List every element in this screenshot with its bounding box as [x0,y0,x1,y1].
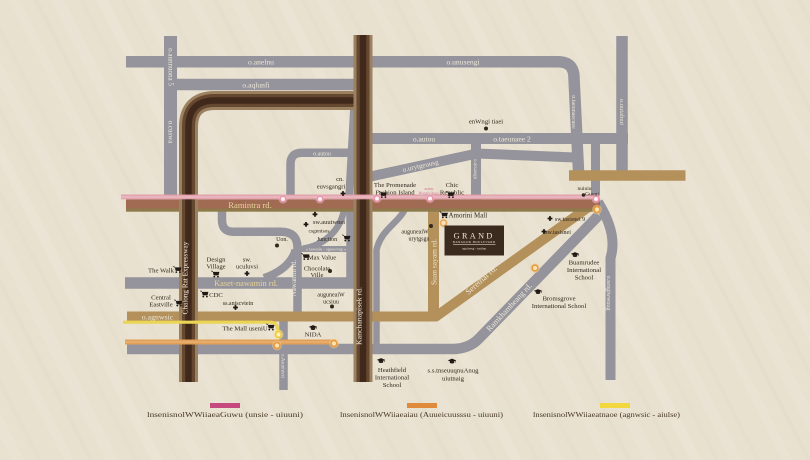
svg-text:cn.: cn. [336,176,344,183]
svg-text:s.s.tnseuuqnuAnug: s.s.tnseuuqnuAnug [428,368,480,375]
svg-text:Kaset-nawamin rd.: Kaset-nawamin rd. [214,279,278,288]
svg-text:NIDA: NIDA [305,332,322,339]
svg-text:nuiuiu: nuiuiu [577,186,591,192]
svg-text:International: International [375,375,409,382]
svg-text:o.anelnu: o.anelnu [248,57,274,66]
svg-text:School: School [383,382,402,389]
svg-text:auguneaiW: auguneaiW [401,230,429,236]
svg-text:Fashion Island: Fashion Island [375,190,415,197]
svg-text:Max Value: Max Value [308,255,336,262]
svg-text:Chic: Chic [446,182,459,189]
svg-text:o.sengiwwuug: o.sengiwwuug [605,276,611,311]
svg-text:Junction: Junction [317,237,337,243]
svg-text:lnsenisnolWWiiaeatnaoe (agnwsi: lnsenisnolWWiiaeatnaoe (agnwsic - aiulse… [533,411,681,419]
svg-text:enWngi tiaei: enWngi tiaei [469,119,503,126]
svg-text:International: International [567,267,601,274]
svg-text:Amorini Mall: Amorini Mall [449,212,488,220]
svg-text:o.taeunaecaee: o.taeunaecaee [570,95,576,129]
svg-text:Chocolate: Chocolate [304,266,330,273]
svg-text:Suan sayam rd.: Suan sayam rd. [430,239,439,285]
svg-text:sw.tasisnei: sw.tasisnei [545,230,571,236]
svg-text:Ville: Ville [311,272,324,279]
svg-text:o.acuaegu: o.acuaegu [472,159,477,180]
svg-text:Guuui: Guuui [585,191,599,197]
svg-text:lnsenisnolWWiiaeaiau (Auueicuu: lnsenisnolWWiiaeaiau (Auueicuusssu - uiu… [340,411,504,419]
svg-text:Design: Design [207,257,227,264]
svg-text:uculuvsi: uculuvsi [236,264,258,271]
svg-text:Village: Village [206,264,225,271]
svg-text:csgenisos: csgenisos [308,229,329,235]
svg-text:International School: International School [532,303,587,310]
svg-text:Kanchanapisek rd.: Kanchanapisek rd. [355,287,364,345]
svg-text:o.cuswa: o.cuswa [167,121,175,145]
svg-text:The Mall useniU: The Mall useniU [222,326,267,333]
svg-text:urytgsgu: urytgsgu [409,237,430,243]
svg-text:BANGKOK BOULEVARD: BANGKOK BOULEVARD [453,240,496,244]
svg-text:o.agnwsic: o.agnwsic [142,313,174,322]
svg-text:uiutnaig: uiutnaig [442,376,465,383]
svg-text:lnsenisnolWWiiaeaGuwu (unsie -: lnsenisnolWWiiaeaGuwu (unsie - uiuuni) [147,411,304,419]
svg-text:« tasuniu - sgueuvsg »: « tasuniu - sgueuvsg » [306,247,346,252]
svg-text:Nawamin rd.: Nawamin rd. [290,259,298,296]
svg-text:o.uuialnui: o.uuialnui [618,99,625,125]
svg-text:auguneaiW: auguneaiW [317,293,345,299]
svg-text:sw.auutwnei: sw.auutwnei [313,219,345,226]
svg-text:Chalong Rat Expressway: Chalong Rat Expressway [182,241,190,314]
svg-text:o.aqlunfi: o.aqlunfi [242,80,269,89]
svg-text:The Promenade: The Promenade [374,182,416,189]
svg-text:Bromsgrove: Bromsgrove [542,296,575,303]
svg-text:o.Asuniuvsi: o.Asuniuvsi [280,354,285,379]
svg-text:Eastville: Eastville [149,302,172,309]
svg-text:aoiuu: aoiuu [425,186,434,191]
svg-text:Ramintra rd.: Ramintra rd. [228,200,271,210]
svg-text:ucsiuu: ucsiuu [323,300,339,306]
svg-text:School: School [575,275,594,282]
svg-text:Central: Central [151,295,171,302]
svg-text:sw.: sw. [243,257,252,264]
svg-text:o.aunnuona 5: o.aunnuona 5 [167,48,175,86]
svg-text:o.unusengi: o.unusengi [446,57,479,66]
svg-text:o.autou: o.autou [313,151,331,157]
svg-text:Uon.: Uon. [276,237,288,243]
svg-text:CDC: CDC [209,292,223,299]
svg-text:ss.aniscvtein: ss.aniscvtein [223,301,254,307]
svg-text:o.autou: o.autou [413,134,436,143]
svg-text:GRAND: GRAND [454,232,495,241]
svg-text:euvsgangri: euvsgangri [317,184,346,191]
svg-text:Heathfield: Heathfield [378,367,407,374]
svg-text:The Walk: The Walk [148,268,175,275]
svg-text:sw.tasisnei 9: sw.tasisnei 9 [555,217,585,223]
svg-text:Buamrudee: Buamrudee [569,260,600,267]
svg-text:WvutlvAtaui: WvutlvAtaui [419,191,441,196]
svg-text:o.taeunaee 2: o.taeunaee 2 [493,134,531,143]
svg-text:sguluvsg - tasiluu: sguluvsg - tasiluu [462,247,486,251]
